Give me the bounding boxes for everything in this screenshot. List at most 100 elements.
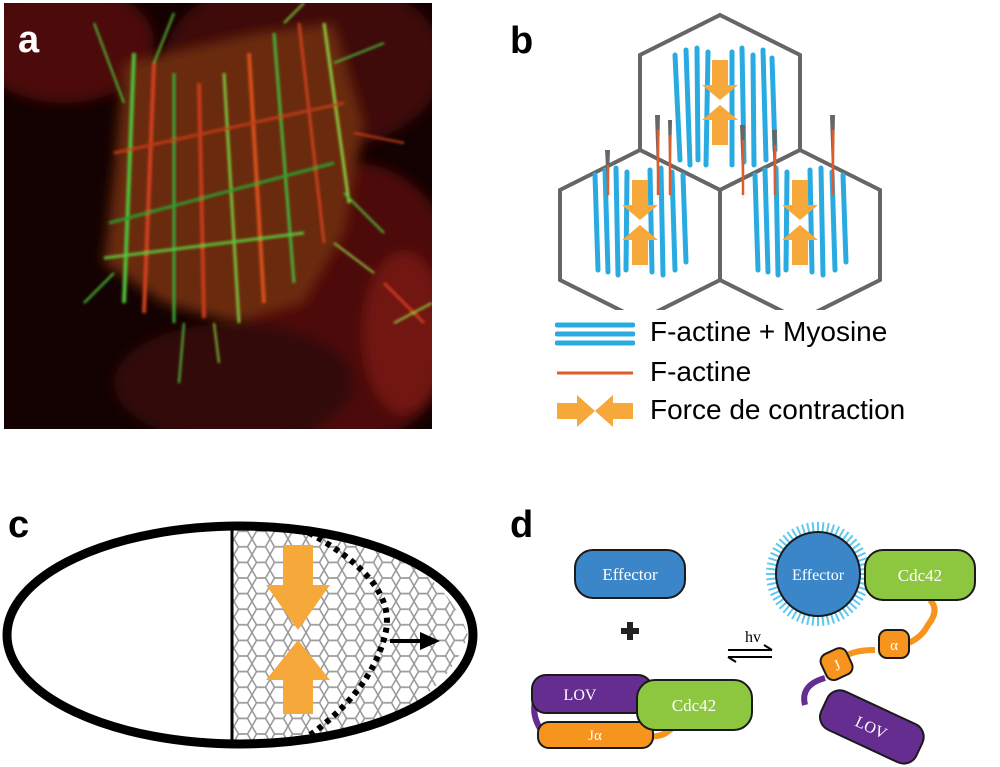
panel-letter-a: a: [18, 19, 40, 61]
hexagon-cells-diagram: [558, 12, 882, 310]
cdc42-label-left: Cdc42: [672, 696, 716, 715]
glow-ray: [838, 528, 845, 539]
contraction-arrows-icon: [557, 395, 633, 427]
panel-c-embryo: c: [0, 500, 490, 767]
activated-effector: Effector: [766, 522, 870, 626]
legend-item-actin: F-actine: [555, 353, 995, 393]
glow-ray: [775, 542, 785, 551]
j-box: [819, 647, 854, 682]
alpha-label: α: [890, 638, 898, 654]
glow-ray: [795, 526, 802, 537]
effector-label: Effector: [602, 565, 658, 584]
legend-label-actin: F-actine: [650, 356, 752, 387]
glow-ray: [841, 607, 850, 617]
actomyosin-icon: [555, 322, 635, 346]
glow-ray: [811, 522, 815, 533]
force-arrow-down: [782, 180, 818, 220]
legend-label-actomyosin: F-actine + Myosine: [650, 316, 888, 347]
optogenetic-diagram: Effector + LOV Jα Cdc42 hv Effector: [500, 500, 976, 765]
plus-sign-icon: [621, 622, 639, 640]
hv-label: hv: [745, 629, 761, 646]
glow-ray: [838, 609, 845, 620]
glow-ray: [821, 615, 825, 626]
glow-ray: [766, 567, 777, 571]
effector-circle: [775, 531, 861, 617]
glow-ray: [830, 613, 836, 624]
glow-ray: [786, 531, 795, 541]
glow-ray: [851, 542, 861, 551]
jalpha-label-left: Jα: [588, 728, 602, 744]
glow-ray: [845, 604, 854, 614]
glow-ray: [791, 528, 798, 539]
panel-a-micrograph: a: [4, 3, 432, 429]
glow-ray: [800, 524, 806, 535]
glow-ray: [782, 604, 791, 614]
actomyosin-fibers: [592, 45, 849, 278]
panel-letter-d: d: [510, 504, 534, 546]
glow-ray: [795, 611, 802, 622]
glow-ray: [845, 534, 854, 544]
jalpha-box-left: [537, 721, 654, 749]
micrograph-image: [4, 3, 432, 429]
glow-ray: [775, 597, 785, 606]
panel-d-construct: d Effector + LOV Jα Cdc42 hv Ef: [500, 500, 1000, 767]
glow-ray: [821, 522, 825, 533]
force-arrow-up: [782, 225, 818, 265]
cdc42-bound-label: Cdc42: [898, 566, 942, 585]
actin-icon: [557, 371, 633, 375]
lov-box-right: [818, 689, 925, 765]
glow-ray: [825, 522, 830, 534]
glow-ray: [766, 581, 778, 586]
glow-ray: [786, 607, 795, 617]
embryo-outline: [2, 521, 478, 749]
glow-ray: [766, 562, 778, 567]
panel-b-schematic: b: [500, 0, 1000, 440]
glow-ray: [778, 601, 788, 610]
glow-ray: [853, 594, 864, 601]
embryo-diagram: [2, 521, 478, 749]
effector-bound-label: Effector: [792, 567, 845, 584]
lov-label-left: LOV: [564, 687, 597, 704]
glow-ray: [791, 609, 798, 620]
panel-letter-c: c: [8, 504, 30, 546]
legend-label-force: Force de contraction: [650, 394, 906, 425]
glow-ray: [855, 590, 866, 597]
glow-ray: [768, 586, 779, 592]
glow-ray: [768, 556, 779, 562]
glow-ray: [851, 597, 861, 606]
contraction-force-arrows-embryo: [266, 545, 330, 714]
force-arrow-up: [622, 225, 658, 265]
cdc42-box-left: [636, 679, 753, 731]
panel-letter-b: b: [510, 20, 534, 62]
cell-fibers: [83, 3, 432, 384]
glow-ray: [857, 556, 868, 562]
glow-ray: [855, 551, 866, 558]
glow-ray: [830, 524, 836, 535]
f-actin-spikes: [605, 115, 835, 200]
force-arrow-down: [266, 545, 330, 630]
glow-ray: [800, 613, 806, 624]
hexagonal-tissue: [232, 526, 468, 744]
glow-ray: [772, 547, 783, 554]
glow-ray: [853, 547, 864, 554]
glow-ray: [770, 551, 781, 558]
movement-arrow-icon: [390, 632, 440, 650]
glow-ray: [834, 526, 841, 537]
force-arrow-down: [702, 60, 738, 100]
legend-item-actomyosin: F-actine + Myosine: [555, 313, 995, 353]
glow-ray: [811, 615, 815, 626]
glow-ray: [766, 577, 777, 581]
alpha-box: [878, 629, 910, 659]
effector-box: [574, 549, 686, 599]
plus-sign-text: +: [500, 500, 501, 501]
force-arrow-down: [622, 180, 658, 220]
glow-ray: [806, 522, 811, 534]
cdc42-box-right: [864, 549, 976, 601]
contraction-force-arrows: [622, 60, 818, 265]
glow-ray: [806, 614, 811, 626]
force-arrow-up: [266, 640, 330, 714]
glow-ray: [778, 538, 788, 547]
glow-ray: [782, 534, 791, 544]
linker-purple-right: [801, 675, 826, 706]
glow-ray: [848, 538, 858, 547]
